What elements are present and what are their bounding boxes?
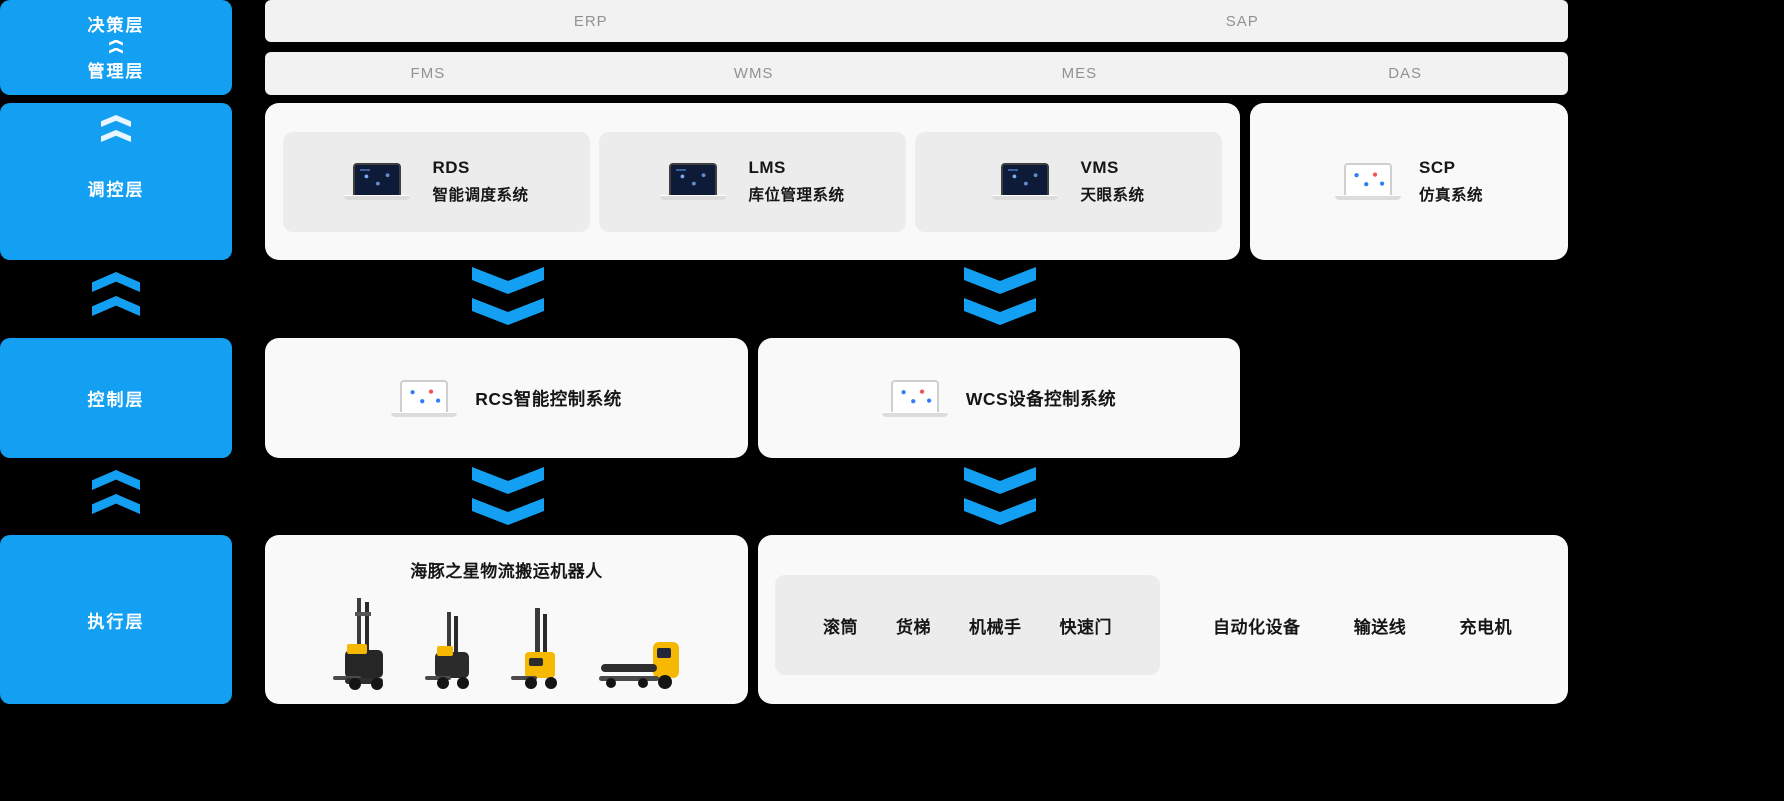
layer-box-regulation: 调控层 [0, 103, 232, 260]
pallet-truck-robot-icon [598, 642, 679, 689]
system-title: VMS [1080, 158, 1119, 177]
up-arrow-icon [92, 470, 140, 514]
down-arrow-icon [964, 267, 1036, 325]
device-label: 输送线 [1353, 617, 1407, 637]
bar-label-sap: SAP [1225, 12, 1259, 30]
up-arrow-icon [101, 115, 131, 142]
system-title: LMS [748, 158, 786, 177]
system-card-lms: LMS 库位管理系统 [599, 131, 906, 232]
system-card-text: LMS 库位管理系统 [748, 158, 844, 205]
stacker-robot-icon [510, 608, 557, 689]
system-title: RDS [432, 158, 470, 177]
device-label: 机械手 [969, 617, 1022, 637]
system-subtitle: 库位管理系统 [748, 187, 845, 204]
layer-label-control: 控制层 [87, 390, 145, 410]
down-arrow-icon [964, 467, 1036, 525]
laptop-icon [992, 163, 1059, 200]
layer-box-execution: 执行层 [0, 535, 232, 704]
bar-label-mes: MES [1061, 65, 1098, 82]
up-arrow-icon [92, 272, 140, 316]
down-arrow-icon [472, 267, 544, 325]
device-label: 充电机 [1459, 617, 1512, 637]
devices-secondary-group: 自动化设备 输送线 充电机 [1213, 575, 1518, 675]
system-subtitle: 智能调度系统 [432, 187, 529, 204]
fms-wms-mes-das-bar: FMS WMS MES DAS [265, 52, 1568, 95]
device-label: 滚筒 [823, 617, 858, 637]
up-arrow-icon [109, 39, 123, 54]
device-label: 货梯 [896, 617, 931, 637]
device-label: 快速门 [1059, 617, 1112, 637]
bar-label-wms: WMS [733, 65, 774, 82]
system-title: RCS智能控制系统 [475, 388, 622, 409]
down-arrow-icon [472, 467, 544, 525]
laptop-icon [1334, 163, 1401, 200]
layer-box-control: 控制层 [0, 338, 232, 458]
devices-card: 滚筒 货梯 机械手 快速门 [775, 575, 1160, 675]
system-title: WCS设备控制系统 [965, 388, 1117, 409]
layer-label-decision: 决策层 [87, 16, 145, 35]
system-title: SCP [1418, 158, 1456, 177]
regulation-systems-panel: RDS 智能调度系统 LMS 库位管理系统 VMS 天眼系统 [265, 103, 1240, 260]
laptop-icon [344, 163, 411, 200]
layer-box-decision-management: 决策层 管理层 [0, 0, 232, 95]
bar-label-fms: FMS [410, 65, 446, 82]
bar-label-erp: ERP [573, 12, 608, 30]
system-card-text: SCP 仿真系统 [1419, 158, 1483, 205]
erp-sap-bar: ERP SAP [265, 0, 1568, 42]
robot-row [331, 588, 683, 690]
laptop-icon [881, 379, 948, 417]
device-label: 自动化设备 [1213, 617, 1301, 637]
reach-truck-robot-icon [332, 598, 383, 690]
bar-label-das: DAS [1388, 65, 1423, 82]
layer-label-management: 管理层 [87, 62, 145, 81]
system-card-rds: RDS 智能调度系统 [283, 131, 590, 232]
system-card-rcs: RCS智能控制系统 [265, 338, 748, 458]
laptop-icon [391, 379, 458, 417]
laptop-icon [660, 163, 727, 200]
system-card-text: RDS 智能调度系统 [432, 158, 528, 205]
system-card-text: VMS 天眼系统 [1080, 158, 1144, 205]
system-card-wcs: WCS设备控制系统 [758, 338, 1240, 458]
robots-panel: 海豚之星物流搬运机器人 [265, 535, 748, 704]
robots-panel-title: 海豚之星物流搬运机器人 [410, 562, 603, 581]
system-subtitle: 仿真系统 [1418, 187, 1483, 204]
devices-panel: 滚筒 货梯 机械手 快速门 自动化设备 输送线 充电机 [758, 535, 1568, 704]
layer-label-execution: 执行层 [87, 612, 145, 631]
forklift-robot-icon [424, 612, 469, 689]
system-subtitle: 天眼系统 [1080, 187, 1145, 204]
system-card-vms: VMS 天眼系统 [915, 131, 1222, 232]
system-card-scp: SCP 仿真系统 [1250, 103, 1568, 260]
layer-label-regulation: 调控层 [87, 180, 145, 199]
